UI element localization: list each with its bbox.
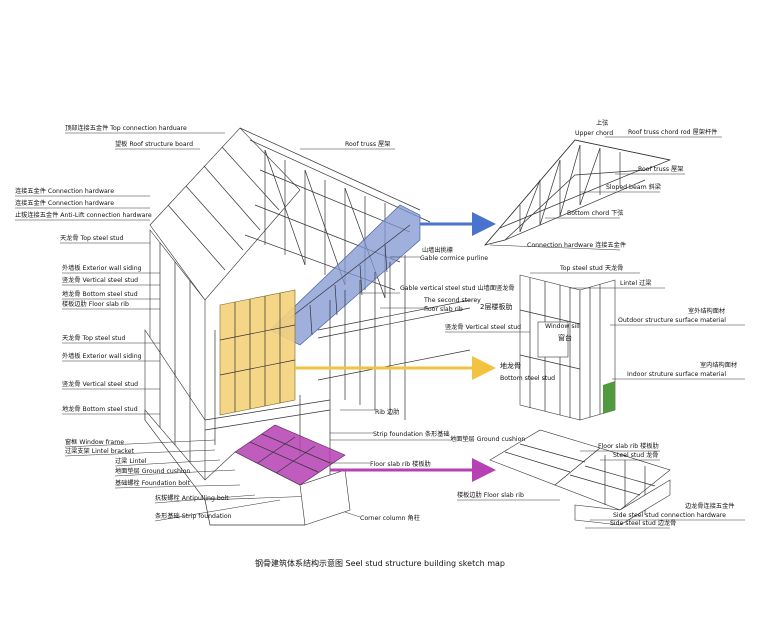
label-side-stud: Side steel stud 边龙骨 — [610, 519, 676, 527]
truss-detail-labels: 上弦 Upper chord Roof truss chord rod 屋架杆件… — [489, 119, 722, 251]
green-surface — [603, 381, 615, 414]
label-detail-roof-truss: Roof truss 屋架 — [638, 165, 683, 173]
label-sloped-beam: Sloped beam 斜梁 — [606, 183, 661, 191]
label-rib: Rib 边肋 — [375, 408, 399, 416]
label-vertical-stud-2: 竖龙骨 Vertical steel stud — [62, 380, 138, 388]
label-lintel-bracket: 过梁支架 Lintel bracket — [65, 447, 135, 455]
label-ground-cushion-left: 地面垫层 Ground cushion — [115, 467, 190, 475]
label-detail-edge-rib: 楼板边肋 Floor slab rib — [457, 491, 524, 499]
label-wall-siding-1: 外墙板 Exterior wall siding — [62, 264, 142, 272]
label-bottom-stud-2: 地龙骨 Bottom steel stud — [62, 405, 138, 413]
label-window-frame: 窗框 Window frame — [65, 438, 124, 446]
label-anti-lift: 止拔连接五金件 Anti-Lift connection hardware — [15, 211, 152, 219]
gable-studs — [317, 255, 471, 420]
corner-column-footing — [299, 469, 351, 526]
label-second-storey-2: floor slab rib — [424, 306, 463, 313]
label-chord-rod: Roof truss chord rod 屋架杆件 — [628, 128, 717, 136]
label-second-storey-zh: 2层楼板肋 — [480, 302, 512, 311]
label-gable-purline-zh: 山墙出挑檩 — [422, 246, 453, 254]
label-detail-top-stud: Top steel stud 天龙骨 — [559, 264, 623, 272]
label-lintel: 过梁 Lintel — [115, 457, 147, 465]
label-strip-foundation-center: Strip foundation 条形基础 — [373, 430, 450, 438]
label-bottom-stud-1: 地龙骨 Bottom steel stud — [62, 290, 138, 298]
label-detail-floor-rib: Floor slab rib 楼板肋 — [598, 442, 659, 450]
label-foundation-bolt: 基础螺栓 Foundation bolt — [115, 479, 191, 487]
wall-detail — [519, 274, 616, 421]
label-bottom-chord: Bottom chord 下弦 — [567, 209, 623, 217]
label-side-conn-en: Side steel stud connection hardware — [613, 512, 726, 519]
label-window-sill-zh: 窗台 — [558, 333, 572, 342]
label-top-connection: 顶部连接五金件 Top connection harduare — [65, 124, 187, 132]
label-top-stud-1: 天龙骨 Top steel stud — [60, 234, 123, 242]
label-ground-cushion-center: 地面垫层 Ground cushion — [450, 435, 525, 443]
label-indoor-zh: 室内结构面材 — [700, 361, 737, 369]
highlight-wall-panel — [219, 289, 296, 416]
truss-detail — [484, 139, 672, 246]
label-window-sill-en: Window sill — [545, 323, 580, 330]
label-upper-chord-zh: 上弦 — [596, 119, 608, 127]
label-top-stud-2: 天龙骨 Top steel stud — [62, 334, 125, 342]
label-detail-vertical-stud: 竖龙骨 Vertical steel stud — [445, 323, 521, 331]
label-antipulling-bolt: 抗拔螺栓 Antipulling bolt — [155, 494, 229, 502]
floor-detail-labels: Floor slab rib 楼板肋 Steel stud 龙骨 楼板边肋 Fl… — [457, 442, 745, 529]
label-connection-1: 连接五金件 Connection hardware — [15, 187, 114, 195]
label-outdoor-en: Outdoor structure surface material — [618, 317, 726, 324]
label-outdoor-zh: 室外结构面材 — [688, 307, 725, 315]
label-corner-column: Corner column 角柱 — [360, 514, 420, 522]
label-floor-slab-rib: Floor slab rib 楼板肋 — [370, 460, 431, 468]
label-side-conn-zh: 边龙骨连接五金件 — [685, 502, 735, 510]
house-axonometric — [144, 127, 471, 526]
label-connection-2: 连接五金件 Connection hardware — [15, 199, 114, 207]
label-floor-rib-1: 楼板边肋 Floor slab rib — [62, 300, 129, 308]
label-second-storey-1: The second storey — [423, 297, 481, 304]
label-detail-connection: Connection hardware 连接五金件 — [527, 241, 626, 249]
label-indoor-en: Indoor struture surface material — [627, 371, 726, 378]
figure-caption: 钢骨建筑体系结构示意图 Seel stud structure building… — [255, 558, 505, 568]
label-gable-purline-en: Gable cormice purline — [420, 255, 488, 262]
label-roof-board: 望板 Roof structure board — [115, 140, 193, 148]
label-detail-lintel: Lintel 过梁 — [620, 279, 651, 287]
label-detail-bottom-stud-zh: 地龙骨 — [500, 361, 521, 370]
label-wall-siding-2: 外墙板 Exterior wall siding — [62, 352, 142, 360]
label-detail-steel-stud: Steel stud 龙骨 — [613, 451, 659, 459]
label-detail-bottom-stud-en: Bottom steel stud — [500, 375, 555, 382]
label-gable-stud: Gable vertical steel stud 山墙面竖龙骨 — [400, 284, 515, 292]
center-labels: Roof truss 屋架 山墙出挑檩 Gable cormice purlin… — [300, 140, 525, 522]
label-roof-truss: Roof truss 屋架 — [345, 140, 390, 148]
label-upper-chord-en: Upper chord — [575, 130, 613, 137]
wall-detail-labels: Top steel stud 天龙骨 Lintel 过梁 室外结构面材 Outd… — [445, 264, 745, 382]
label-vertical-stud-1: 竖龙骨 Vertical steel stud — [62, 276, 138, 284]
floor-detail — [489, 429, 671, 526]
left-labels: 顶部连接五金件 Top connection harduare 望板 Roof … — [15, 124, 281, 522]
label-strip-foundation-left: 条形基础 Strip foundation — [155, 512, 232, 520]
